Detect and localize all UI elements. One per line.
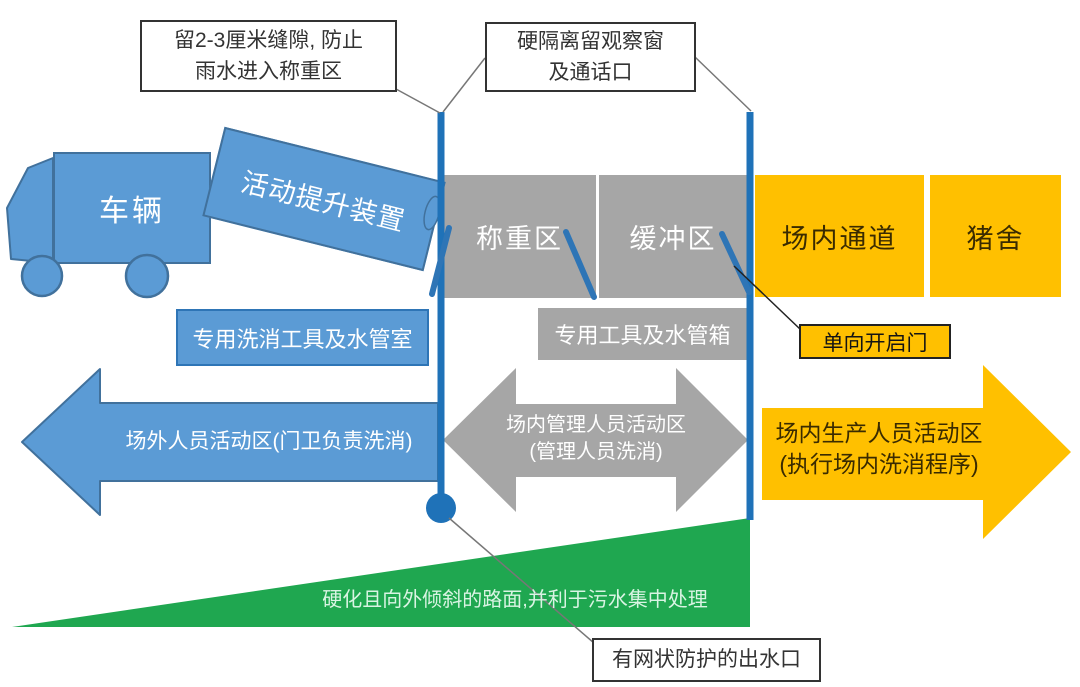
zone-pigsty-label: 猪舍 (966, 223, 1025, 254)
tool-water-box-label: 专用工具及水管箱 (554, 323, 731, 348)
zone-buffer-label: 缓冲区 (629, 224, 717, 254)
lift-device-label: 活动提升装置 (238, 166, 409, 237)
drain-point (426, 493, 456, 523)
zone-passage-label: 场内通道 (781, 223, 898, 254)
callout-observation: 硬隔离留观察窗 及通话口 (485, 22, 696, 92)
one-way-door-tag: 单向开启门 (799, 324, 951, 359)
callout-observation-line2: 及通话口 (548, 61, 633, 84)
management-flow-line1: 场内管理人员活动区 (506, 414, 686, 436)
callout-outlet: 有网状防护的出水口 (592, 638, 821, 682)
lift-device: 活动提升装置 (202, 126, 446, 272)
leader-line-observation-left (442, 57, 486, 113)
zone-weighing-label: 称重区 (476, 224, 563, 254)
zone-passage: 场内通道 (755, 175, 924, 297)
zone-buffer: 缓冲区 (599, 175, 747, 298)
ramp-label: 硬化且向外倾斜的路面,并利于污水集中处理 (322, 589, 708, 611)
zone-weighing: 称重区 (443, 175, 596, 298)
production-flow-line1: 场内生产人员活动区 (775, 420, 983, 446)
vehicle-label: 车辆 (99, 195, 165, 228)
leader-line-observation-right (694, 56, 752, 112)
production-flow-line2: (执行场内洗消程序) (779, 451, 979, 478)
tool-water-box: 专用工具及水管箱 (538, 308, 747, 360)
leader-line-gap-note (395, 88, 441, 114)
callout-outlet-label: 有网状防护的出水口 (612, 648, 801, 672)
truck-body: 车辆 (53, 152, 211, 264)
truck-cab-shape (6, 157, 54, 264)
zone-pigsty: 猪舍 (930, 175, 1061, 297)
outside-flow-label: 场外人员活动区(门卫负责洗消) (125, 430, 413, 453)
leader-line-outlet (448, 517, 595, 644)
production-flow-label: 场内生产人员活动区 (执行场内洗消程序) (763, 418, 995, 480)
callout-gap-note-line2: 雨水进入称重区 (195, 60, 342, 83)
wash-tool-room-label: 专用洗消工具及水管室 (192, 326, 413, 352)
callout-observation-line1: 硬隔离留观察窗 (517, 29, 664, 53)
management-flow-label: 场内管理人员活动区 (管理人员洗消) (456, 412, 736, 466)
one-way-door-label: 单向开启门 (822, 331, 928, 355)
callout-gap-note: 留2-3厘米缝隙, 防止 雨水进入称重区 (140, 20, 397, 92)
callout-gap-note-line1: 留2-3厘米缝隙, 防止 (173, 28, 364, 52)
wash-tool-room: 专用洗消工具及水管室 (176, 309, 429, 366)
management-flow-line2: (管理人员洗消) (529, 441, 663, 463)
